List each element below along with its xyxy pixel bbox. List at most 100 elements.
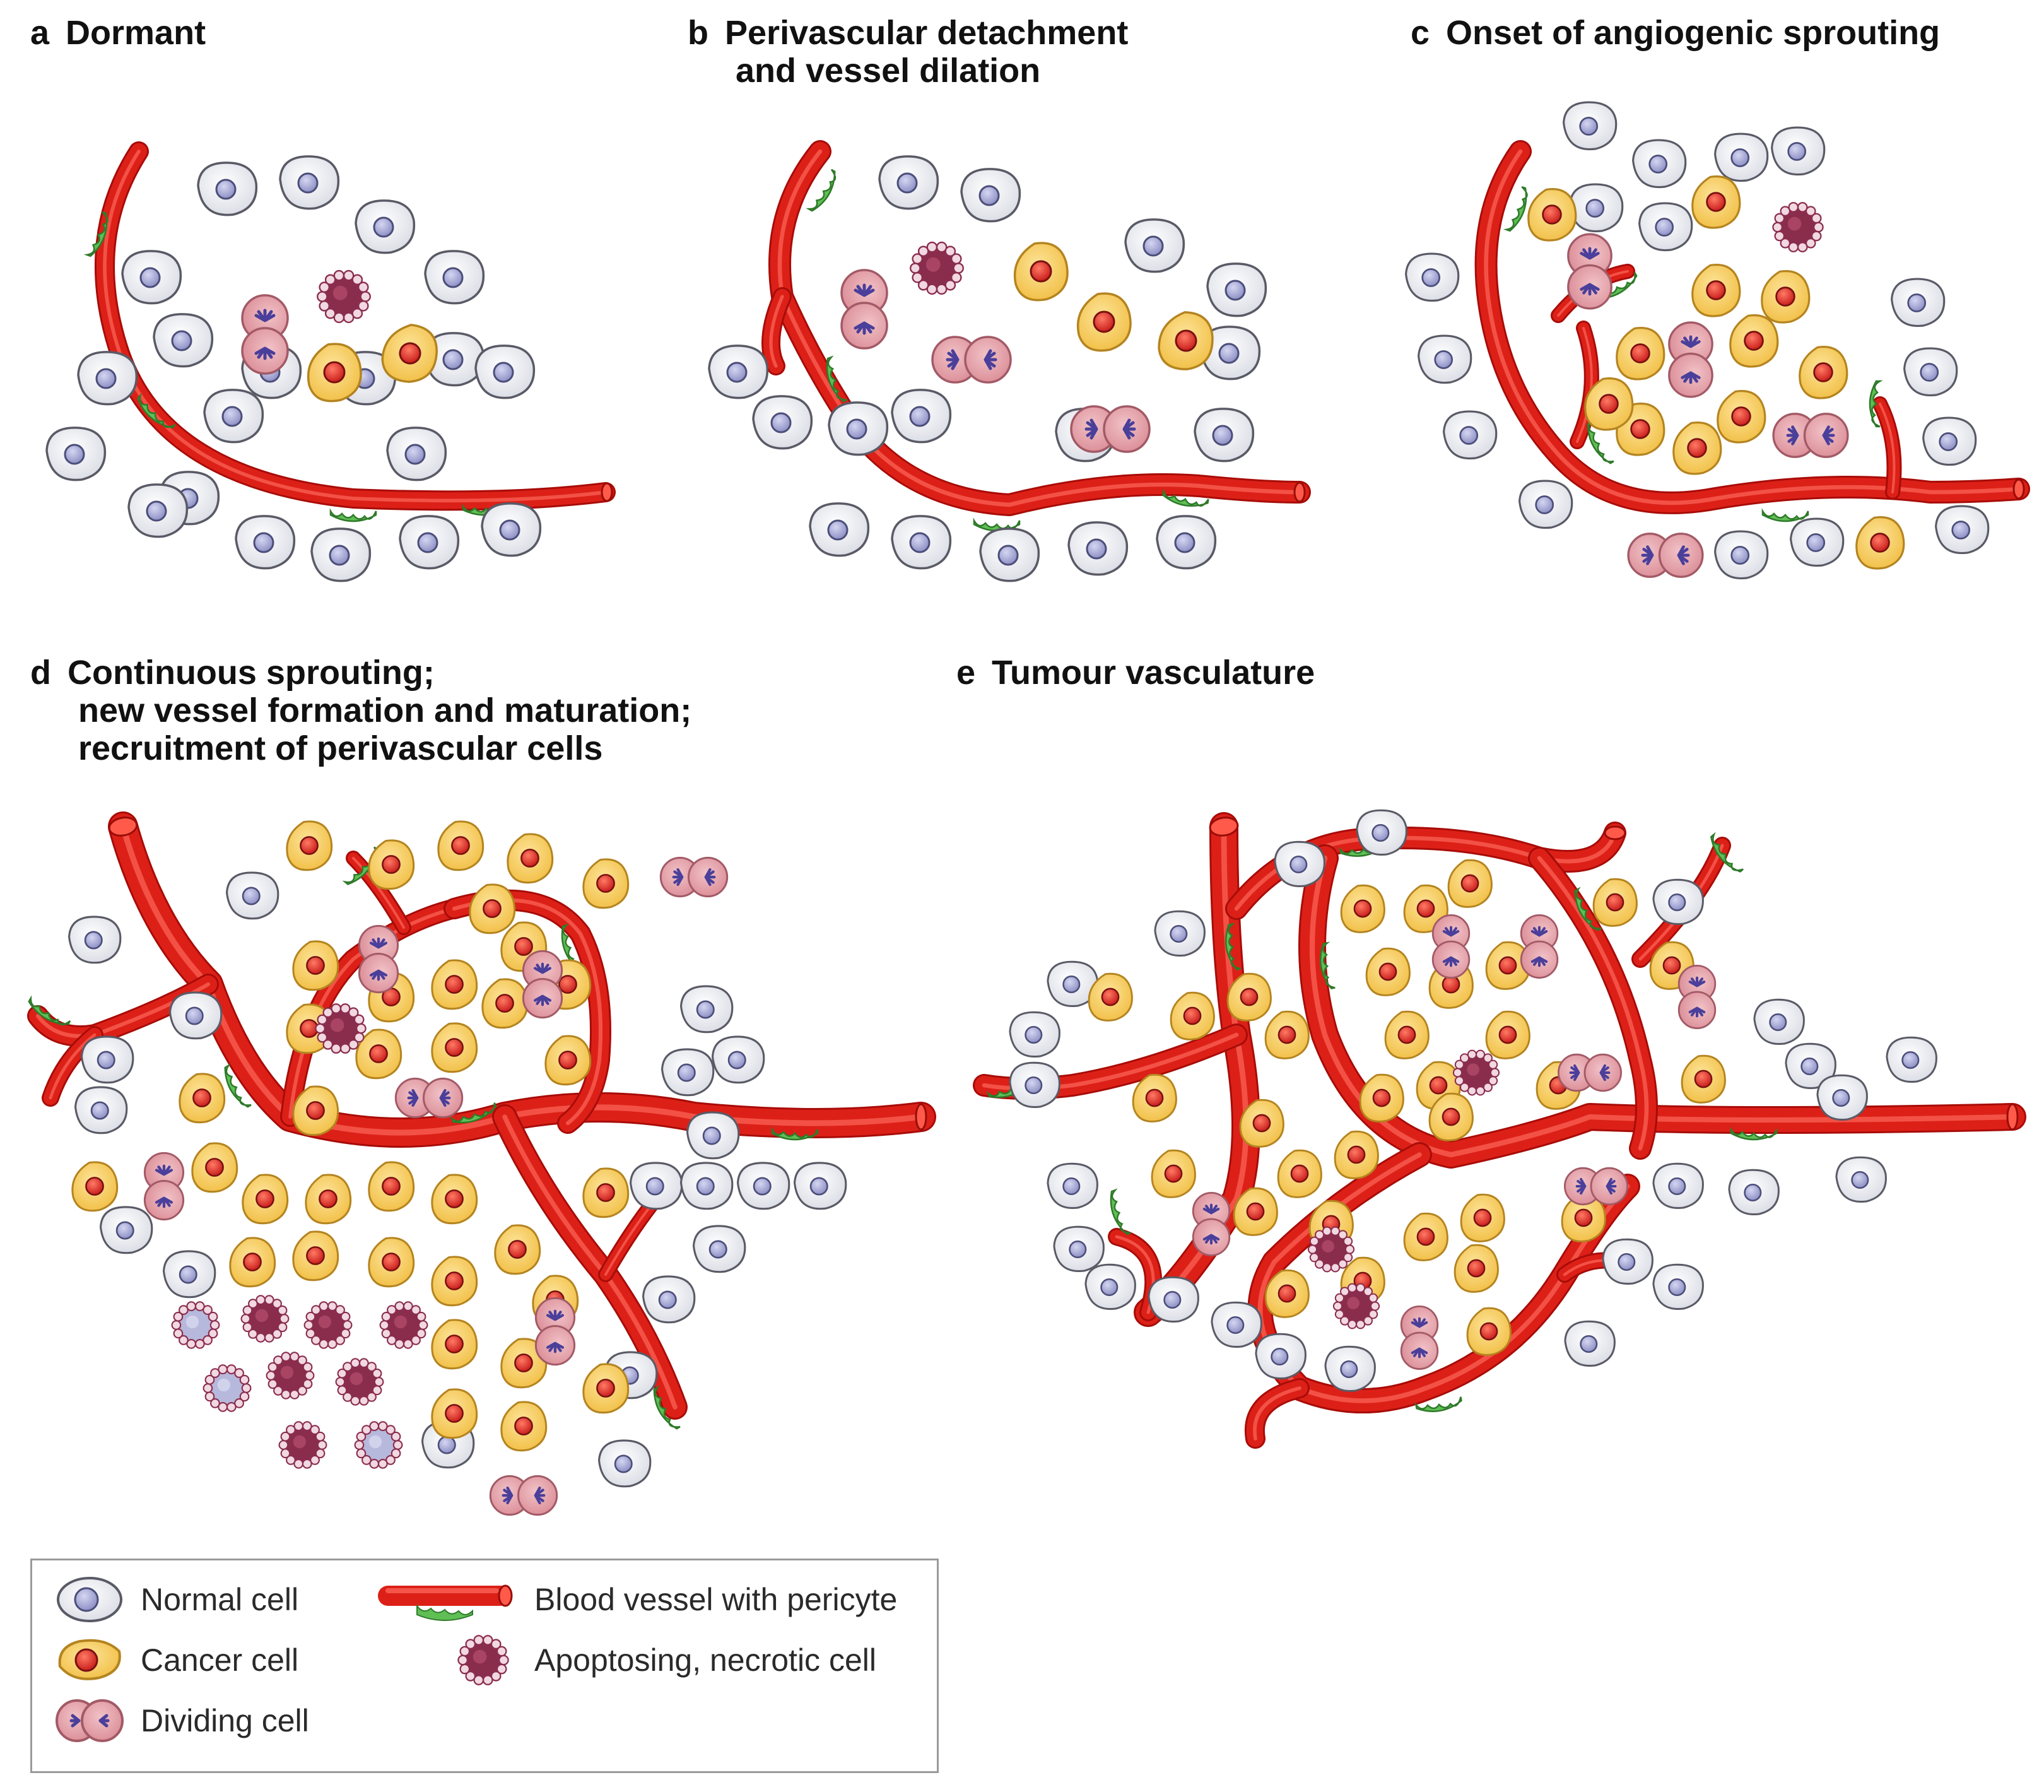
pericyte xyxy=(806,168,837,212)
normal-cell xyxy=(1714,133,1769,182)
pericyte xyxy=(826,355,847,403)
cancer-cell xyxy=(292,940,339,991)
cancer-cell xyxy=(1691,264,1741,317)
necrotic-cell xyxy=(354,1421,403,1469)
normal-cell xyxy=(1518,480,1573,529)
cancer-cell xyxy=(229,1237,276,1288)
dividing-cell xyxy=(840,269,888,350)
blood-vessel xyxy=(280,899,464,1127)
cancer-cell xyxy=(1088,972,1133,1022)
panel-e-letter: e xyxy=(956,654,976,692)
normal-cell xyxy=(1211,1301,1262,1348)
pericyte xyxy=(83,211,109,257)
legend-item-necrotic-cell: Apoptosing, necrotic cell xyxy=(449,1635,876,1685)
dividing-cell xyxy=(1070,405,1151,453)
normal-cell xyxy=(68,916,122,964)
normal-cell xyxy=(45,427,107,481)
normal-cell xyxy=(1148,1276,1199,1323)
necrotic-cell xyxy=(1772,202,1824,252)
necrotic-cell xyxy=(910,241,964,295)
cancer-cell xyxy=(307,343,362,403)
panel-b-title-line-1: Perivascular detachment xyxy=(725,14,1129,52)
cancer-cell xyxy=(500,1401,548,1452)
cancer-cell xyxy=(1485,1010,1530,1059)
cancer-cell xyxy=(1799,346,1848,399)
pericyte xyxy=(137,392,176,429)
dividing-cell xyxy=(1567,233,1612,310)
panel-c-title-text: Onset of angiogenic sprouting xyxy=(1446,14,1941,52)
cancer-cell xyxy=(1691,175,1741,229)
cancer-cell xyxy=(1239,1099,1284,1148)
cancer-cell xyxy=(1616,327,1665,380)
necrotic-cell-icon xyxy=(457,1635,509,1685)
cancer-cell xyxy=(305,1174,352,1225)
legend-item-normal-cell: Normal cell xyxy=(55,1574,298,1625)
dividing-cell xyxy=(659,856,729,898)
blood-vessel xyxy=(768,140,1311,516)
cancer-cell xyxy=(1447,859,1493,908)
cancer-cell xyxy=(1855,516,1905,570)
normal-cell xyxy=(74,1086,128,1135)
normal-cell xyxy=(80,1035,134,1084)
cancer-cell xyxy=(1672,421,1722,475)
normal-cell xyxy=(1356,809,1407,856)
cancer-cell xyxy=(431,1388,478,1439)
normal-cell xyxy=(1154,910,1206,957)
vessel-opening xyxy=(2006,1103,2019,1131)
cancer-cell xyxy=(286,820,333,871)
normal-cell xyxy=(424,332,485,387)
blood-vessel xyxy=(42,1026,103,1107)
normal-cell xyxy=(809,502,870,557)
normal-cell xyxy=(642,1275,696,1324)
blood-vessel xyxy=(1474,140,2030,514)
cancer-cell xyxy=(544,1035,592,1086)
normal-cell xyxy=(1563,101,1618,151)
normal-cell xyxy=(162,1250,216,1299)
cancer-cell xyxy=(431,1022,478,1073)
normal-cell xyxy=(1009,1061,1060,1109)
pericyte xyxy=(1574,887,1602,931)
panel-b-letter: b xyxy=(688,14,708,52)
legend-label-cancer-cell: Cancer cell xyxy=(141,1642,299,1678)
cancer-cell xyxy=(431,1256,478,1307)
cancer-cell xyxy=(1334,1130,1379,1179)
normal-cell xyxy=(1891,278,1946,327)
normal-cell xyxy=(99,1206,153,1254)
normal-cell xyxy=(1602,1238,1653,1285)
cancer-cell xyxy=(1485,941,1530,990)
cancer-cell xyxy=(1264,1010,1310,1059)
normal-cell xyxy=(1922,416,1977,466)
blood-vessel xyxy=(1244,1378,1310,1449)
normal-cell xyxy=(1816,1074,1868,1121)
cancer-cell xyxy=(1384,1010,1430,1059)
dividing-cell xyxy=(489,1475,558,1516)
cancer-cell xyxy=(582,858,630,909)
dividing-cell xyxy=(931,336,1012,384)
legend-label-dividing-cell: Dividing cell xyxy=(141,1703,309,1738)
normal-cell xyxy=(1124,218,1185,273)
cancer-cell xyxy=(1592,878,1638,927)
normal-cell xyxy=(1714,530,1769,580)
vessel-opening xyxy=(2012,478,2025,500)
necrotic-cell xyxy=(335,1358,384,1406)
cancer-cell xyxy=(1466,1307,1512,1356)
panel-d-title-line-3: recruitment of perivascular cells xyxy=(78,729,603,767)
normal-cell xyxy=(1790,517,1845,567)
normal-cell xyxy=(793,1162,847,1210)
pericyte xyxy=(28,995,71,1026)
cancer-cell xyxy=(431,1319,478,1370)
cancer-cell-icon xyxy=(58,1639,121,1680)
panel-a-title-text: Dormant xyxy=(66,14,206,52)
cancer-cell xyxy=(1226,972,1272,1022)
normal-cell xyxy=(77,351,138,406)
normal-cell xyxy=(153,313,214,368)
dividing-cell xyxy=(358,924,399,994)
normal-cell xyxy=(1652,878,1704,926)
cancer-cell xyxy=(355,1029,402,1080)
dividing-cell xyxy=(1192,1191,1231,1257)
normal-cell xyxy=(1084,1263,1136,1311)
cancer-cell xyxy=(71,1161,119,1212)
